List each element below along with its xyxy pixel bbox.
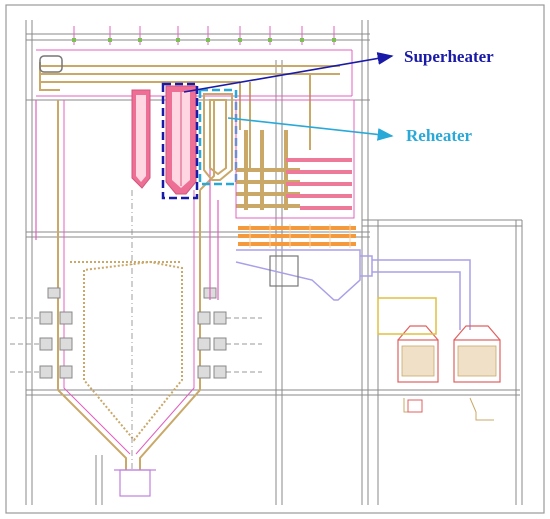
top-drum (39, 55, 63, 73)
reheater-tubes (203, 93, 233, 181)
top-header-pipes (39, 62, 340, 170)
superheater-highlight-box (161, 82, 199, 200)
lower-right-ducts (403, 397, 494, 421)
roof-hanger-tops (72, 38, 336, 42)
reheater-highlight-box (198, 88, 238, 186)
burner-axis-lines (10, 317, 262, 373)
air-preheater-fill (401, 345, 497, 377)
outer-frame (5, 4, 545, 514)
roof-hangers (73, 26, 335, 45)
steel-beams (26, 33, 522, 396)
duct-box (269, 255, 299, 287)
reheater-arrow (227, 117, 394, 141)
convection-pass-outline (235, 99, 355, 219)
fan-box (377, 297, 437, 335)
ash-pit-red (407, 399, 423, 413)
furnace-walls (57, 100, 215, 470)
reheater-label: Reheater (406, 126, 473, 145)
air-preheater (397, 325, 501, 383)
economizer-detail (249, 224, 351, 248)
economizer-tubes (238, 226, 356, 246)
superheater-arrow (183, 52, 394, 93)
flue-gas-duct (235, 249, 471, 330)
burners-right (197, 287, 227, 379)
superheater-label: Superheater (404, 47, 494, 66)
ash-hopper (114, 469, 156, 497)
superheater-tubes (131, 85, 197, 195)
convection-pink-tubes (286, 158, 352, 210)
steel-columns (25, 20, 523, 505)
burners-left (39, 287, 73, 379)
